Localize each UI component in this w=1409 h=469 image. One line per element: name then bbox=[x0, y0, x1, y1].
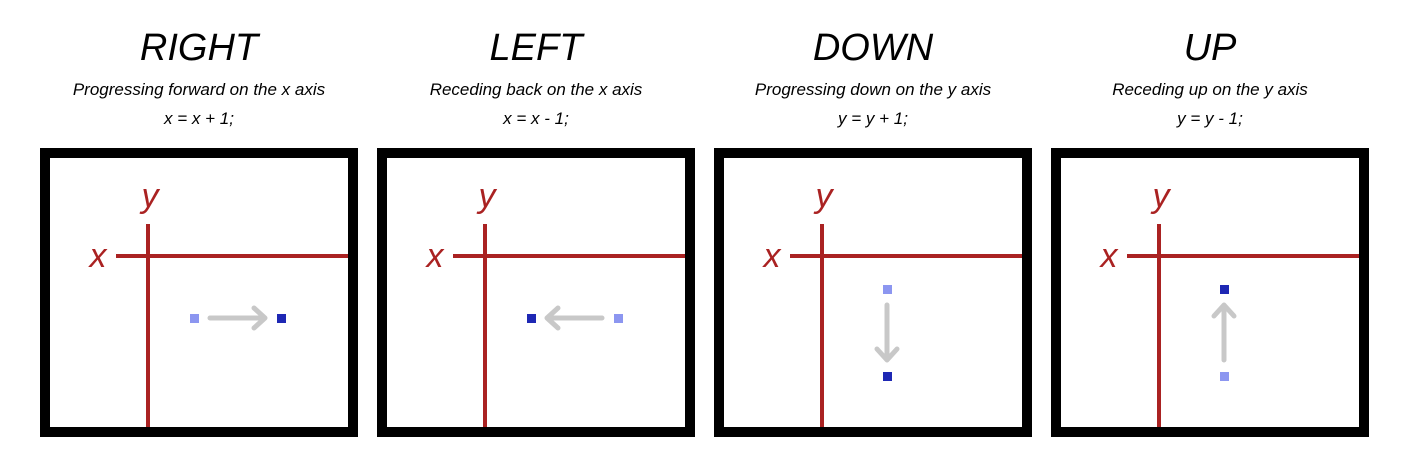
x-axis-label: x bbox=[425, 237, 445, 275]
y-axis-label: y bbox=[477, 177, 498, 215]
x-axis-label: x bbox=[1099, 237, 1119, 275]
panel-title: UP bbox=[1183, 27, 1237, 69]
frame-border bbox=[1051, 148, 1369, 437]
frame-border bbox=[714, 148, 1032, 437]
panel-formula: x = x - 1; bbox=[503, 109, 569, 128]
panel-title: DOWN bbox=[812, 27, 934, 69]
start-point bbox=[1220, 372, 1229, 381]
coordinate-frame: x y bbox=[714, 148, 1032, 437]
panel-up: UP Receding up on the y axis y = y - 1; … bbox=[1051, 0, 1369, 469]
panel-right: RIGHT Progressing forward on the x axis … bbox=[40, 0, 358, 469]
panel-formula: y = y + 1; bbox=[838, 109, 908, 128]
start-point bbox=[883, 285, 892, 294]
panel-description: Receding back on the x axis bbox=[429, 80, 643, 99]
panel-down: DOWN Progressing down on the y axis y = … bbox=[714, 0, 1032, 469]
panel-description: Receding up on the y axis bbox=[1112, 80, 1308, 99]
arrow-left-icon bbox=[544, 305, 605, 331]
coordinate-frame: x y bbox=[377, 148, 695, 437]
coordinate-frame: x y bbox=[40, 148, 358, 437]
y-axis-label: y bbox=[140, 177, 161, 215]
y-axis-label: y bbox=[814, 177, 835, 215]
end-point bbox=[527, 314, 536, 323]
panel-formula: y = y - 1; bbox=[1177, 109, 1243, 128]
coordinate-frame: x y bbox=[1051, 148, 1369, 437]
y-axis-label: y bbox=[1151, 177, 1172, 215]
panel-description: Progressing forward on the x axis bbox=[72, 80, 326, 99]
arrow-up-icon bbox=[1211, 302, 1237, 363]
start-point bbox=[190, 314, 199, 323]
panel-title: RIGHT bbox=[139, 27, 259, 69]
arrow-down-icon bbox=[874, 302, 900, 363]
panel-left: LEFT Receding back on the x axis x = x -… bbox=[377, 0, 695, 469]
panel-title: LEFT bbox=[489, 27, 583, 69]
x-axis-label: x bbox=[762, 237, 782, 275]
end-point bbox=[883, 372, 892, 381]
panel-formula: x = x + 1; bbox=[164, 109, 234, 128]
frame-border bbox=[40, 148, 358, 437]
x-axis-label: x bbox=[88, 237, 108, 275]
end-point bbox=[277, 314, 286, 323]
arrow-right-icon bbox=[207, 305, 268, 331]
panel-description: Progressing down on the y axis bbox=[754, 80, 992, 99]
frame-border bbox=[377, 148, 695, 437]
start-point bbox=[614, 314, 623, 323]
end-point bbox=[1220, 285, 1229, 294]
